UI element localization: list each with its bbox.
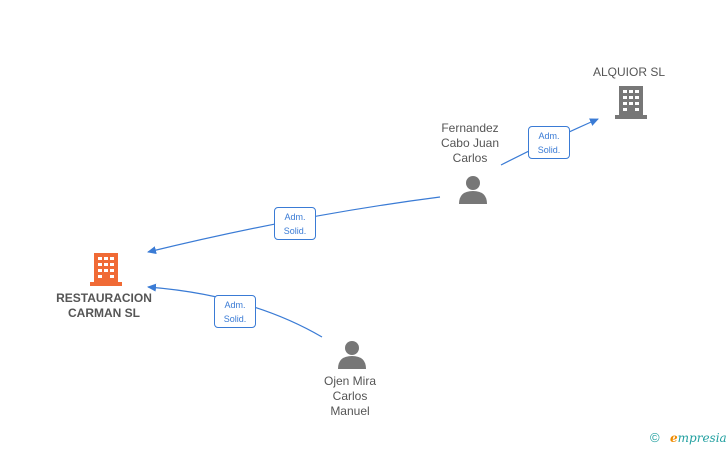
edge-badge-ojen-restauracion[interactable]: Adm. Solid. [214,295,256,328]
node-label-restauracion[interactable]: RESTAURACION CARMAN SL [56,291,152,320]
building-icon[interactable] [90,251,122,286]
person-icon[interactable] [337,339,367,369]
copyright-symbol: © [650,430,660,445]
edge-badge-fernandez-alquior[interactable]: Adm. Solid. [528,126,570,159]
node-label-ojen[interactable]: Ojen Mira Carlos Manuel [323,374,376,418]
edge-badge-fernandez-restauracion[interactable]: Adm. Solid. [274,207,316,240]
node-label-fernandez[interactable]: Fernandez Cabo Juan Carlos [440,121,500,165]
node-label-alquior[interactable]: ALQUIOR SL [592,65,666,79]
brand-logo: empresia [670,431,727,445]
brand-initial: e [670,431,678,445]
building-icon[interactable] [615,84,647,119]
person-icon[interactable] [458,174,488,204]
brand-name: mpresia [677,431,727,445]
